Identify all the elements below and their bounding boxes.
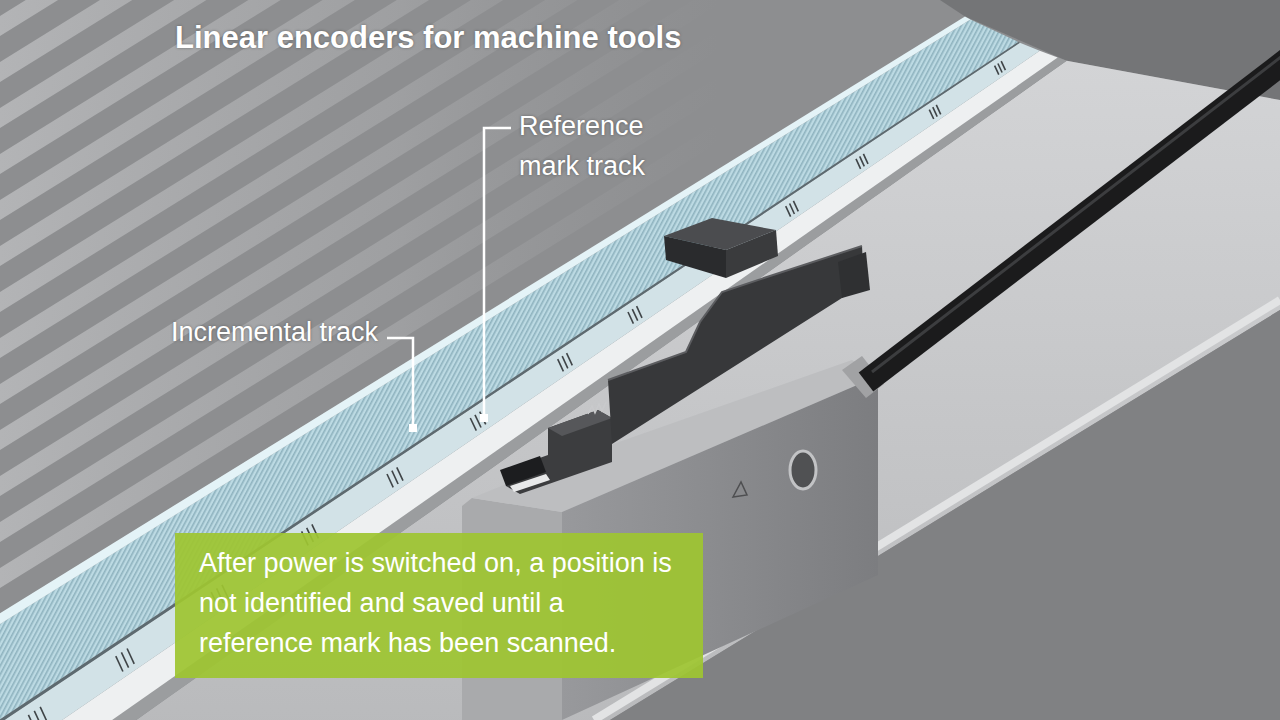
reference-mark: [121, 652, 128, 667]
cable-highlight: [872, 50, 1280, 372]
scanning-carriage: [506, 410, 612, 494]
title-text: Linear encoders for machine tools: [175, 20, 681, 56]
bracket-block-side: [726, 230, 778, 278]
bracket-ear: [838, 252, 870, 298]
leader-dot: [409, 424, 417, 432]
reference-mark: [28, 715, 35, 720]
carriage-top: [548, 410, 612, 436]
reference-mark: [397, 467, 403, 480]
reference-mark: [786, 206, 791, 217]
reference-mark: [856, 159, 861, 169]
reference-mark: [116, 656, 123, 671]
reference-mark: [929, 110, 933, 119]
reference-mark: [387, 474, 393, 487]
machine-bed: [0, 61, 1280, 720]
caption-text: After power is switched on, a position i…: [199, 543, 679, 663]
leader-line: [484, 128, 511, 416]
reference-mark: [567, 353, 573, 365]
leader-line: [387, 338, 413, 426]
reference-mark: [637, 306, 642, 318]
reference-mark: [998, 64, 1002, 73]
mounting-hole: [790, 451, 816, 489]
reference-mark: [860, 156, 865, 166]
part-label: Reference mark track: [519, 106, 669, 186]
spring: [588, 402, 606, 414]
reference-mark: [936, 105, 940, 114]
reference-mark: [628, 312, 633, 324]
reference-mark: [790, 204, 795, 215]
reference-mark: [933, 107, 937, 117]
reference-mark: [793, 201, 798, 212]
reference-mark: [1001, 61, 1005, 70]
reference-mark: [632, 309, 637, 321]
reference-mark: [863, 154, 868, 164]
reference-mark: [40, 707, 47, 720]
reference-mark: [392, 471, 398, 484]
reference-mark: [34, 711, 41, 720]
direction-mark: [733, 482, 747, 497]
reticle-glint: [510, 474, 550, 492]
leader-dot: [480, 414, 488, 422]
bracket-block-front: [664, 236, 726, 278]
reference-mark: [995, 66, 999, 75]
mounting-plate: [608, 246, 864, 444]
part-label: Incremental track: [171, 317, 378, 347]
reference-mark: [127, 649, 134, 664]
reference-mark: [470, 418, 476, 431]
reference-mark: [558, 359, 564, 371]
reference-mark: [562, 356, 568, 368]
caption-box: After power is switched on, a position i…: [175, 533, 703, 678]
